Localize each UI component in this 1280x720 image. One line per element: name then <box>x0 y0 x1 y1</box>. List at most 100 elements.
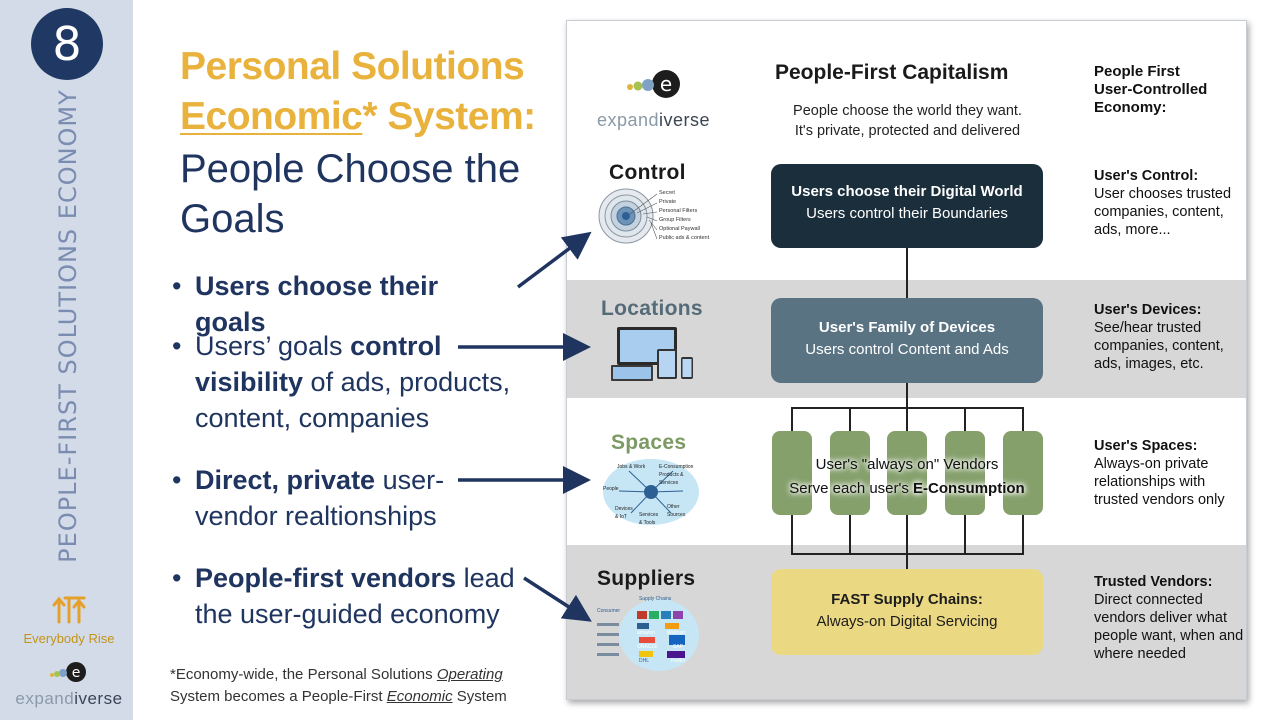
title-line-3: People Choose the Goals <box>180 147 521 241</box>
brand-prefix: expand <box>596 110 660 130</box>
bullet-2-text-b: of ads, products, content, companies <box>195 367 511 433</box>
devices-icon <box>611 327 693 381</box>
header-right-label: People First User-Controlled Economy: <box>1094 63 1244 117</box>
icon-label: Private <box>659 199 677 205</box>
connector-control-locations <box>906 247 908 299</box>
right-desc-title: Trusted Vendors: <box>1094 574 1213 590</box>
icon-label: Public ads & content <box>659 235 710 241</box>
slide-number-badge: 8 <box>31 8 103 80</box>
right-desc-title: User's Devices: <box>1094 302 1202 318</box>
icon-label: Secret <box>659 190 675 196</box>
footnote-italic-2: Economic <box>386 688 453 705</box>
row-label-control: Control <box>609 161 686 184</box>
icon-label: Personal Filters <box>659 208 698 214</box>
bullet-dot: • <box>172 465 182 495</box>
bullet-3-bold: Direct, private <box>195 465 376 495</box>
row-label-spaces: Spaces <box>611 431 687 454</box>
title-line-2: Economic* System: <box>180 92 560 142</box>
right-desc-text: See/hear trusted companies, content, ads… <box>1094 320 1224 372</box>
icon-label: FedEx <box>671 658 686 664</box>
bullet-dot: • <box>172 331 182 361</box>
box-title: Users choose their Digital World <box>791 183 1023 200</box>
right-desc-title: User's Control: <box>1094 168 1199 184</box>
control-icon-labels: Secret Private Personal Filters Group Fi… <box>659 189 709 243</box>
brand-suffix: iverse <box>659 110 711 130</box>
connector-drop <box>906 407 908 431</box>
bullet-2-text-a: Users’ goals <box>195 331 351 361</box>
icon-label: DHL <box>639 658 650 664</box>
bullet-1-bold: Users choose their goals <box>195 271 439 337</box>
right-desc-title: User's Spaces: <box>1094 438 1198 454</box>
icon-label: E-Consumption Products & Services <box>659 464 694 486</box>
vendor-pill <box>830 431 870 515</box>
footnote-part-3: System <box>452 688 507 705</box>
right-desc-text: Direct connected vendors deliver what pe… <box>1094 592 1244 662</box>
connector-rise <box>1022 515 1024 555</box>
icon-label: ORACLE <box>637 644 658 650</box>
bullet-2-bold: control visibility <box>195 331 442 397</box>
vendors-sub-prefix: Serve each user's <box>789 480 914 497</box>
bullet-3: • Direct, private user-vendor realtionsh… <box>172 462 462 534</box>
icon-label: Other Sources <box>667 504 686 518</box>
expandiverse-wordmark-small: expandiverse <box>14 689 124 709</box>
header-sub-line-1: People choose the world they want. <box>793 103 1022 119</box>
box-supply-chains: FAST Supply Chains: Always-on Digital Se… <box>771 569 1043 655</box>
connector-rise <box>849 515 851 555</box>
header-right-line-3: Economy: <box>1094 99 1167 116</box>
bullet-2: • Users’ goals control visibility of ads… <box>172 328 522 436</box>
connector-rise <box>964 515 966 555</box>
right-desc-spaces: User's Spaces: Always-on private relatio… <box>1094 437 1244 509</box>
icon-label: Walmart <box>667 630 686 636</box>
connector-bus-suppliers <box>906 553 908 569</box>
connector-drop <box>849 407 851 431</box>
vendor-pill <box>1003 431 1043 515</box>
bullet-1: • Users choose their goals <box>172 268 512 340</box>
right-desc-locations: User's Devices: See/hear trusted compani… <box>1094 301 1244 373</box>
row-label-locations: Locations <box>601 297 703 320</box>
title-underlined-word: Economic <box>180 95 363 138</box>
bullet-4-bold: People-first vendors <box>195 563 457 593</box>
icon-label: Consumer <box>597 608 621 614</box>
diagram-header-subtitle: People choose the world they want. It's … <box>775 101 1040 141</box>
expandiverse-logo: e expandiverse <box>591 67 716 131</box>
box-subtitle: Users control their Boundaries <box>806 205 1008 222</box>
icon-label: SAP <box>673 644 684 650</box>
vendors-sub-bold: E-Consumption <box>913 480 1025 497</box>
box-digital-world: Users choose their Digital World Users c… <box>771 164 1043 248</box>
rising-arrows-icon <box>52 596 86 624</box>
header-right-line-2: User-Controlled <box>1094 81 1208 98</box>
expandiverse-logo-small: e expandiverse <box>14 660 124 709</box>
footnote-italic-1: Operating <box>436 666 503 683</box>
slide-title: Personal Solutions Economic* System: Peo… <box>180 42 560 244</box>
bullet-dot: • <box>172 271 182 301</box>
icon-label: amazon <box>637 630 655 636</box>
svg-text:e: e <box>659 72 671 96</box>
vendors-title: User's "always on" Vendors <box>815 456 999 473</box>
right-desc-text: Always-on private relationships with tru… <box>1094 456 1225 508</box>
connector-rise <box>791 515 793 555</box>
vendor-pill <box>945 431 985 515</box>
connector-rise <box>906 515 908 555</box>
vendors-label: User's "always on" Vendors Serve each us… <box>777 453 1037 501</box>
spaces-network-icon <box>603 459 699 525</box>
everybody-rise-text: Everybody Rise <box>23 631 115 646</box>
connector-drop <box>1022 407 1024 431</box>
title-line-1: Personal Solutions <box>180 45 525 88</box>
icon-label: Devices & IoT <box>615 506 633 520</box>
bullet-4: • People-first vendors lead the user-gui… <box>172 560 522 632</box>
box-title: User's Family of Devices <box>818 319 996 336</box>
footnote-part-1: *Economy-wide, the Personal Solutions <box>170 666 437 683</box>
svg-text:e: e <box>72 665 81 681</box>
icon-label: Supply Chains <box>639 596 672 602</box>
expandiverse-wordmark: expandiverse <box>591 110 716 131</box>
right-desc-text: User chooses trusted companies, content,… <box>1094 186 1232 238</box>
header-sub-line-2: It's private, protected and delivered <box>794 123 1021 139</box>
diagram-header-title: People-First Capitalism <box>775 61 1009 84</box>
vertical-section-title: PEOPLE-FIRST SOLUTIONS ECONOMY <box>54 89 82 563</box>
box-subtitle: Always-on Digital Servicing <box>816 613 998 630</box>
footnote-part-2: System becomes a People-First <box>170 688 387 705</box>
expandiverse-mark-icon: e <box>50 662 86 682</box>
expandiverse-mark-icon: e <box>626 70 680 98</box>
row-label-suppliers: Suppliers <box>597 567 696 590</box>
vendor-pill <box>772 431 812 515</box>
